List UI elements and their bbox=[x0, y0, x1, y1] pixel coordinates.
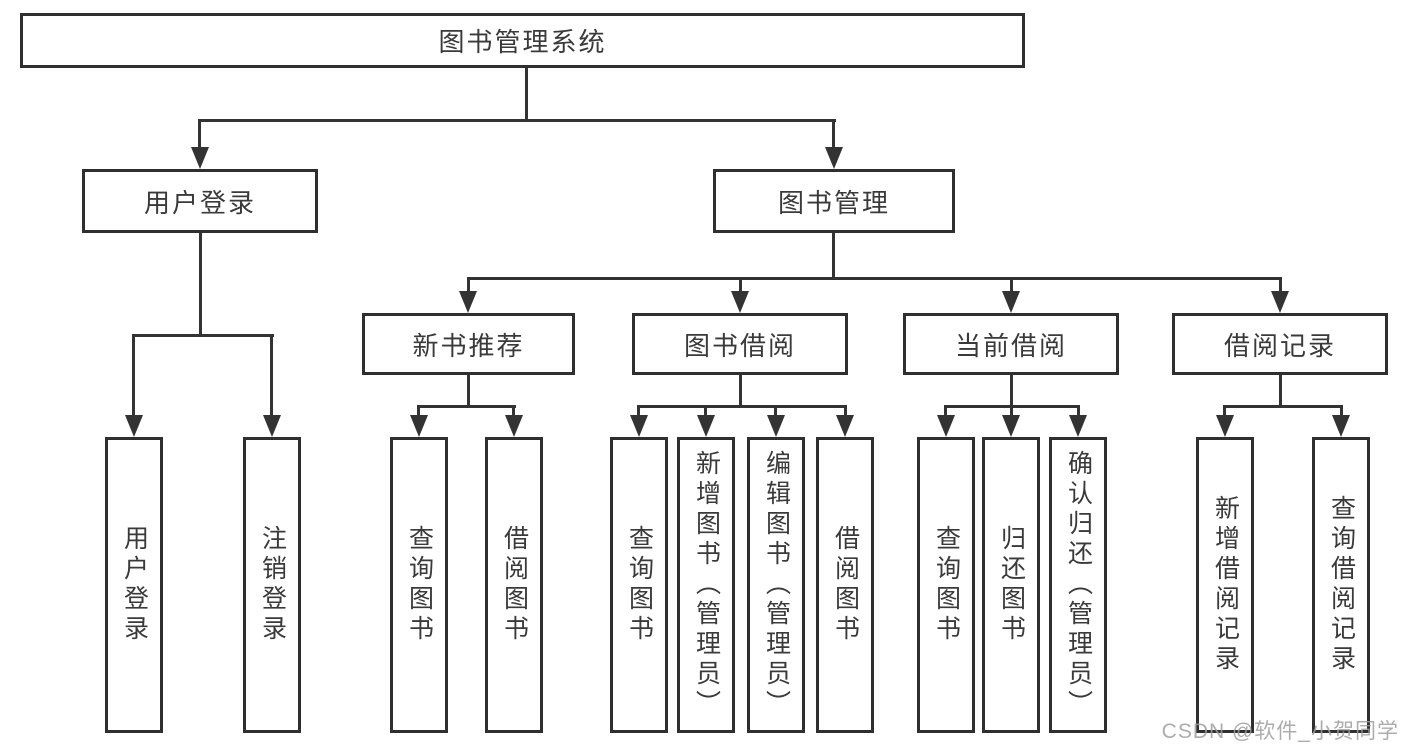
connector-to-br-query bbox=[1340, 405, 1343, 417]
arrowhead-to-book-borrowing-icon bbox=[731, 291, 749, 313]
leaf-rec-borrow-books: 借阅图书 bbox=[485, 437, 543, 733]
connector-to-rec-borrow bbox=[512, 405, 515, 417]
node-borrow-records: 借阅记录 bbox=[1172, 313, 1388, 375]
connector-borrow-records-branch bbox=[1223, 405, 1343, 408]
node-borrow-records-label: 借阅记录 bbox=[1223, 330, 1336, 361]
node-current-borrowing-label: 当前借阅 bbox=[954, 330, 1067, 361]
leaf-br-query-record-label: 查询借阅记录 bbox=[1327, 495, 1356, 675]
arrowhead-to-bb-edit-icon bbox=[767, 415, 785, 437]
connector-to-leaf-user-login bbox=[132, 334, 135, 416]
leaf-cb-return-books: 归还图书 bbox=[982, 437, 1040, 733]
connector-root-branch bbox=[198, 119, 836, 122]
connector-new-book-rec-stub bbox=[467, 375, 470, 408]
leaf-rec-borrow-books-label: 借阅图书 bbox=[500, 525, 529, 645]
node-book-borrowing: 图书借阅 bbox=[632, 313, 848, 375]
leaf-cb-return-books-label: 归还图书 bbox=[997, 525, 1026, 645]
connector-root-to-book-mgmt bbox=[832, 119, 835, 149]
node-book-borrowing-label: 图书借阅 bbox=[683, 330, 796, 361]
connector-to-br-add bbox=[1223, 405, 1226, 417]
arrowhead-to-book-mgmt-icon bbox=[825, 147, 843, 169]
leaf-cb-confirm-return-admin: 确认归还（管理员） bbox=[1049, 437, 1107, 733]
arrowhead-to-borrow-records-icon bbox=[1271, 291, 1289, 313]
connector-borrow-records-stub bbox=[1279, 375, 1282, 408]
leaf-rec-query-books: 查询图书 bbox=[390, 437, 448, 733]
connector-root-stub bbox=[525, 68, 528, 122]
node-new-book-recommend: 新书推荐 bbox=[362, 313, 575, 375]
connector-book-borrowing-branch bbox=[637, 405, 847, 408]
connector-book-borrowing-stub bbox=[739, 375, 742, 408]
leaf-bb-edit-books-admin-label: 编辑图书（管理员） bbox=[762, 450, 791, 720]
arrowhead-to-rec-borrow-icon bbox=[505, 415, 523, 437]
arrowhead-to-cb-return-icon bbox=[1002, 415, 1020, 437]
leaf-br-add-record: 新增借阅记录 bbox=[1196, 437, 1254, 733]
node-book-management-label: 图书管理 bbox=[777, 187, 890, 218]
node-user-login-label: 用户登录 bbox=[143, 187, 256, 218]
leaf-bb-add-books-admin: 新增图书（管理员） bbox=[677, 437, 735, 733]
arrowhead-to-new-book-rec-icon bbox=[459, 291, 477, 313]
leaf-user-login: 用户登录 bbox=[105, 437, 163, 733]
leaf-cb-query-books: 查询图书 bbox=[917, 437, 975, 733]
node-current-borrowing: 当前借阅 bbox=[903, 313, 1119, 375]
arrowhead-to-cb-query-icon bbox=[937, 415, 955, 437]
node-system-root-label: 图书管理系统 bbox=[438, 27, 607, 57]
arrowhead-to-br-query-icon bbox=[1332, 415, 1350, 437]
connector-book-mgmt-stub bbox=[832, 233, 835, 279]
connector-to-cb-return bbox=[1010, 405, 1013, 417]
connector-to-bb-query bbox=[637, 405, 640, 417]
arrowhead-to-current-borrowing-icon bbox=[1002, 291, 1020, 313]
arrowhead-to-bb-query-icon bbox=[630, 415, 648, 437]
connector-to-cb-query bbox=[944, 405, 947, 417]
node-book-management: 图书管理 bbox=[713, 169, 955, 233]
csdn-watermark: CSDN @软件_小贺同学 bbox=[1161, 720, 1399, 743]
connector-to-bb-add bbox=[704, 405, 707, 417]
leaf-user-login-label: 用户登录 bbox=[120, 525, 149, 645]
connector-to-book-borrowing bbox=[739, 277, 742, 293]
leaf-bb-add-books-admin-label: 新增图书（管理员） bbox=[692, 450, 721, 720]
leaf-cb-confirm-return-admin-label: 确认归还（管理员） bbox=[1064, 450, 1093, 720]
connector-to-new-book-rec bbox=[467, 277, 470, 293]
arrowhead-to-bb-add-icon bbox=[697, 415, 715, 437]
connector-user-login-branch bbox=[132, 334, 274, 337]
connector-to-current-borrowing bbox=[1010, 277, 1013, 293]
connector-book-mgmt-branch bbox=[467, 277, 1282, 280]
connector-to-leaf-logout bbox=[270, 334, 273, 416]
leaf-logout: 注销登录 bbox=[243, 437, 301, 733]
leaf-rec-query-books-label: 查询图书 bbox=[405, 525, 434, 645]
connector-user-login-stub bbox=[199, 233, 202, 337]
arrowhead-to-rec-query-icon bbox=[410, 415, 428, 437]
connector-current-borrowing-stub bbox=[1010, 375, 1013, 408]
leaf-bb-query-books: 查询图书 bbox=[610, 437, 668, 733]
node-new-book-recommend-label: 新书推荐 bbox=[412, 330, 525, 361]
arrowhead-to-leaf-user-login-icon bbox=[125, 415, 143, 437]
leaf-br-add-record-label: 新增借阅记录 bbox=[1211, 495, 1240, 675]
connector-root-to-user-login bbox=[198, 119, 201, 149]
node-user-login: 用户登录 bbox=[82, 169, 318, 233]
leaf-bb-borrow-books-label: 借阅图书 bbox=[831, 525, 860, 645]
connector-to-borrow-records bbox=[1279, 277, 1282, 293]
connector-to-bb-borrow bbox=[844, 405, 847, 417]
arrowhead-to-br-add-icon bbox=[1216, 415, 1234, 437]
connector-new-book-rec-branch bbox=[417, 405, 516, 408]
connector-to-cb-confirm bbox=[1077, 405, 1080, 417]
leaf-bb-borrow-books: 借阅图书 bbox=[816, 437, 874, 733]
connector-to-rec-query bbox=[417, 405, 420, 417]
connector-to-bb-edit bbox=[774, 405, 777, 417]
leaf-bb-edit-books-admin: 编辑图书（管理员） bbox=[747, 437, 805, 733]
leaf-bb-query-books-label: 查询图书 bbox=[625, 525, 654, 645]
arrowhead-to-bb-borrow-icon bbox=[836, 415, 854, 437]
leaf-cb-query-books-label: 查询图书 bbox=[932, 525, 961, 645]
node-system-root: 图书管理系统 bbox=[20, 13, 1025, 68]
arrowhead-to-user-login-icon bbox=[191, 147, 209, 169]
arrowhead-to-leaf-logout-icon bbox=[263, 415, 281, 437]
arrowhead-to-cb-confirm-icon bbox=[1069, 415, 1087, 437]
leaf-br-query-record: 查询借阅记录 bbox=[1312, 437, 1370, 733]
leaf-logout-label: 注销登录 bbox=[258, 525, 287, 645]
